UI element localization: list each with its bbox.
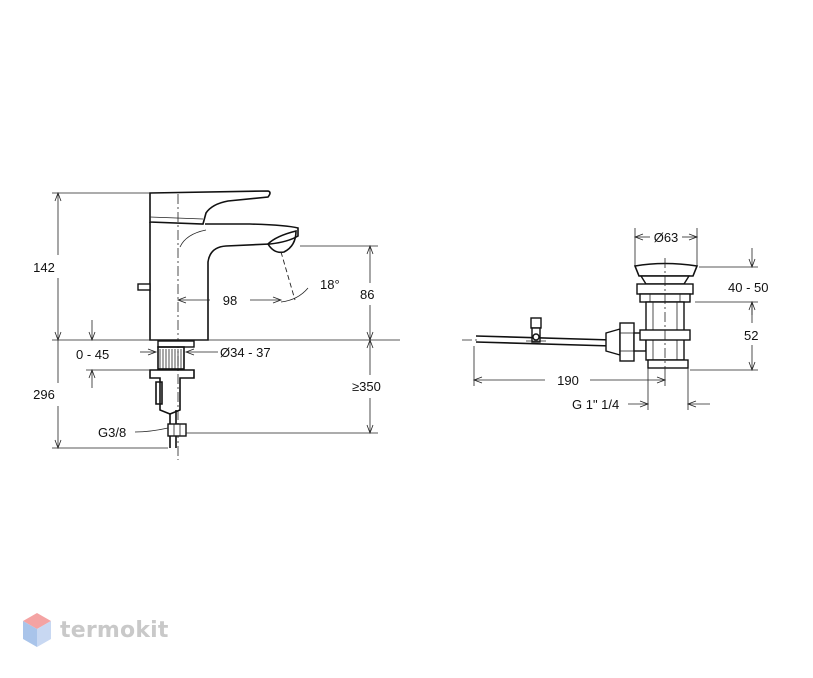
angle-label: 18° [320, 277, 340, 292]
connection-label: G3/8 [98, 425, 126, 440]
below-deck-label: 296 [33, 387, 55, 402]
waste-labels: Ø63 40 - 50 52 190 G 1" 1/4 [557, 230, 768, 412]
hole-diameter-label: Ø34 - 37 [220, 345, 271, 360]
reach-label: 98 [223, 293, 237, 308]
faucet-dimensions [52, 191, 400, 450]
cube-icon [23, 613, 51, 647]
faucet-drawing [137, 190, 309, 460]
waste-drawing [462, 258, 699, 372]
spout-height-label: 86 [360, 287, 374, 302]
thread-label: G 1" 1/4 [572, 397, 619, 412]
worktop-thickness-label: 0 - 45 [76, 347, 109, 362]
faucet-labels: 142 98 18° 86 0 - 45 Ø34 - 37 296 ≥350 G… [33, 260, 381, 440]
watermark-text: termokit [60, 617, 169, 643]
thread-hatch [159, 349, 182, 369]
hose-length-label: ≥350 [352, 379, 381, 394]
body-length-label: 52 [744, 328, 758, 343]
termokit-logo: termokit [22, 612, 169, 648]
height-label: 142 [33, 260, 55, 275]
waste-dimensions [472, 228, 758, 410]
plug-diameter-label: Ø63 [654, 230, 679, 245]
plug-height-label: 40 - 50 [728, 280, 768, 295]
rod-length-label: 190 [557, 373, 579, 388]
